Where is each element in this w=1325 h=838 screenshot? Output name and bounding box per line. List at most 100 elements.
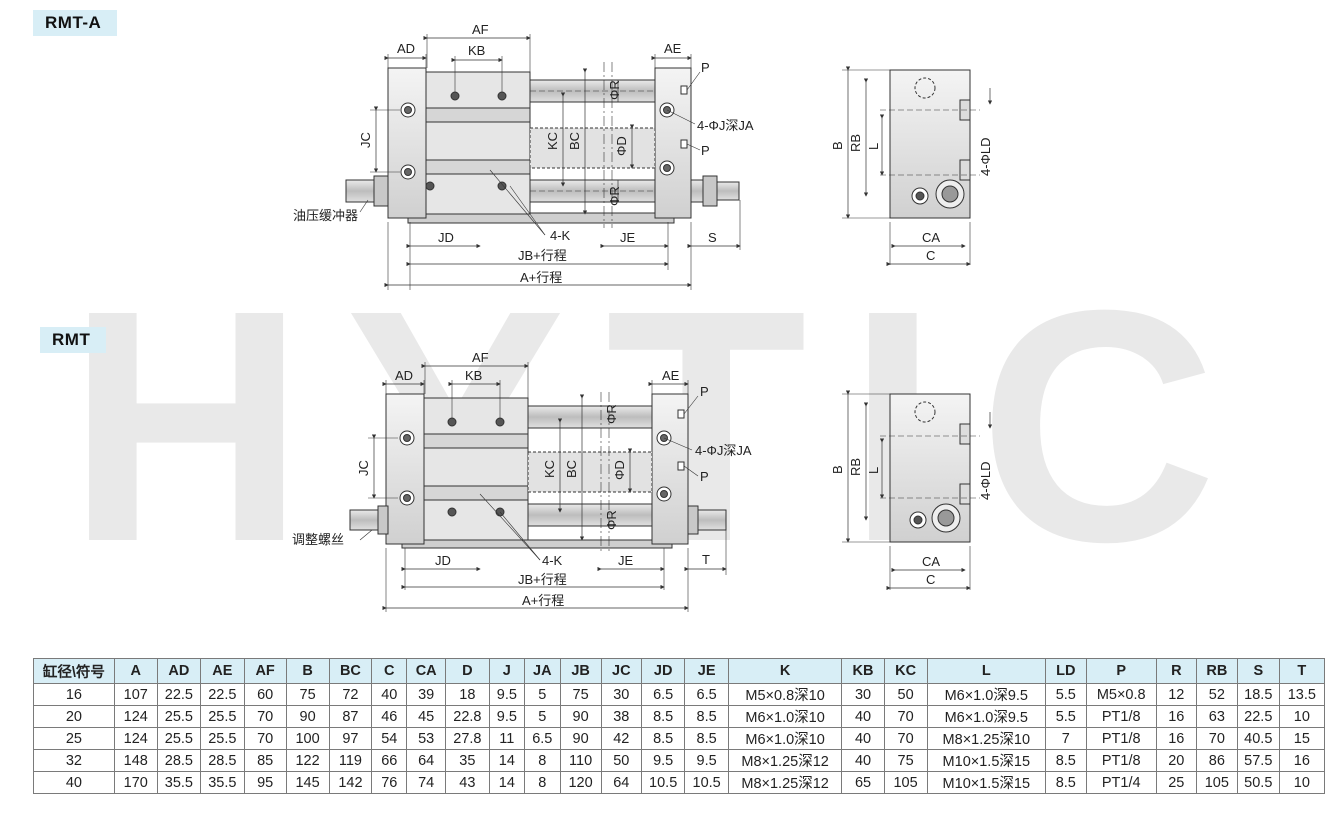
dim-jd: JD (438, 230, 454, 245)
table-cell: 28.5 (156, 749, 202, 772)
table-cell: 16 (1278, 749, 1325, 772)
table-cell: 57.5 (1236, 749, 1280, 772)
rmt-front-view (349, 362, 727, 612)
label-buffer: 油压缓冲器 (293, 208, 358, 223)
table-cell: 63 (1195, 705, 1238, 728)
table-cell: 11 (488, 727, 526, 750)
dim-r-top-2: ΦR (604, 404, 619, 424)
table-cell: 142 (328, 771, 373, 794)
table-cell: 6.5 (524, 727, 561, 750)
column-header: P (1085, 658, 1157, 684)
table-cell: 35.5 (156, 771, 202, 794)
table-cell: M8×1.25深12 (727, 749, 843, 772)
table-cell: 124 (113, 705, 158, 728)
table-cell: 7 (1045, 727, 1087, 750)
table-cell: PT1/4 (1085, 771, 1157, 794)
rmt-a-front-view (345, 34, 741, 290)
table-cell: 52 (1195, 683, 1238, 706)
dim-r-top: ΦR (607, 80, 622, 100)
table-cell: M10×1.5深15 (926, 749, 1047, 772)
column-header: S (1236, 658, 1280, 684)
dim-p-bottom-2: P (700, 469, 709, 484)
dim-jd-2: JD (435, 553, 451, 568)
dim-ca-2: CA (922, 554, 940, 569)
table-cell: 8.5 (684, 727, 729, 750)
column-header: T (1278, 658, 1325, 684)
table-cell: 65 (841, 771, 885, 794)
column-header: B (285, 658, 330, 684)
table-cell: 8 (524, 771, 561, 794)
table-cell: 46 (371, 705, 408, 728)
table-cell: 5 (524, 705, 561, 728)
table-cell: 18.5 (1236, 683, 1280, 706)
table-cell: 170 (113, 771, 158, 794)
dim-c: C (926, 248, 935, 263)
dim-j: 4-ΦJ深JA (697, 118, 754, 133)
column-header: KC (883, 658, 928, 684)
table-cell: 75 (285, 683, 330, 706)
table-cell: 70 (883, 705, 928, 728)
table-cell: 105 (1195, 771, 1238, 794)
dim-kc: KC (545, 132, 560, 150)
table-cell: 10.5 (640, 771, 686, 794)
dim-af-2: AF (472, 350, 489, 365)
rmt-front-labels: AD AF KB AE P P 4-ΦJ深JA JC KC BC ΦD ΦR Φ… (292, 350, 752, 608)
dim-rb-2: RB (848, 458, 863, 476)
dim-jb: JB+行程 (518, 248, 567, 263)
table-cell: 25.5 (200, 705, 245, 728)
table-cell: 38 (600, 705, 642, 728)
dim-ad: AD (397, 41, 415, 56)
table-cell: 40.5 (1236, 727, 1280, 750)
dim-c-2: C (926, 572, 935, 587)
dim-ld: 4-ΦLD (978, 137, 993, 176)
table-cell: 30 (841, 683, 885, 706)
table-cell: 8.5 (684, 705, 729, 728)
table-cell: 75 (559, 683, 602, 706)
table-cell: 50.5 (1236, 771, 1280, 794)
table-cell: M6×1.0深10 (727, 705, 843, 728)
dim-jb-2: JB+行程 (518, 572, 567, 587)
table-cell: 120 (559, 771, 602, 794)
table-cell: 35.5 (200, 771, 245, 794)
table-cell: PT1/8 (1085, 749, 1157, 772)
table-cell: 97 (328, 727, 373, 750)
column-header: BC (328, 658, 373, 684)
rmt-side-labels: B RB L 4-ΦLD CA C (830, 458, 993, 587)
rmt-side-view (842, 390, 993, 591)
column-header: RB (1195, 658, 1238, 684)
table-cell: 30 (600, 683, 642, 706)
table-cell: 20 (33, 705, 115, 728)
column-header: JD (640, 658, 686, 684)
table-cell: 95 (243, 771, 287, 794)
dim-d: ΦD (614, 136, 629, 156)
table-cell: 50 (883, 683, 928, 706)
table-cell: M6×1.0深9.5 (926, 683, 1047, 706)
table-cell: 40 (371, 683, 408, 706)
column-header: JA (524, 658, 561, 684)
table-cell: 107 (113, 683, 158, 706)
table-cell: M5×0.8深10 (727, 683, 843, 706)
table-cell: 76 (371, 771, 408, 794)
table-cell: M6×1.0深9.5 (926, 705, 1047, 728)
table-cell: 40 (33, 771, 115, 794)
column-header: A (113, 658, 158, 684)
table-cell: 25.5 (156, 727, 202, 750)
table-cell: 6.5 (640, 683, 686, 706)
dim-ad-2: AD (395, 368, 413, 383)
table-cell: 50 (600, 749, 642, 772)
table-cell: 74 (406, 771, 447, 794)
table-cell: 6.5 (684, 683, 729, 706)
table-cell: 18 (445, 683, 490, 706)
table-cell: 40 (841, 749, 885, 772)
table-cell: 22.5 (1236, 705, 1280, 728)
table-cell: 70 (243, 727, 287, 750)
dim-p-bottom: P (701, 143, 710, 158)
dim-jc-2: JC (356, 460, 371, 476)
dim-a: A+行程 (520, 270, 562, 285)
table-cell: 22.5 (200, 683, 245, 706)
